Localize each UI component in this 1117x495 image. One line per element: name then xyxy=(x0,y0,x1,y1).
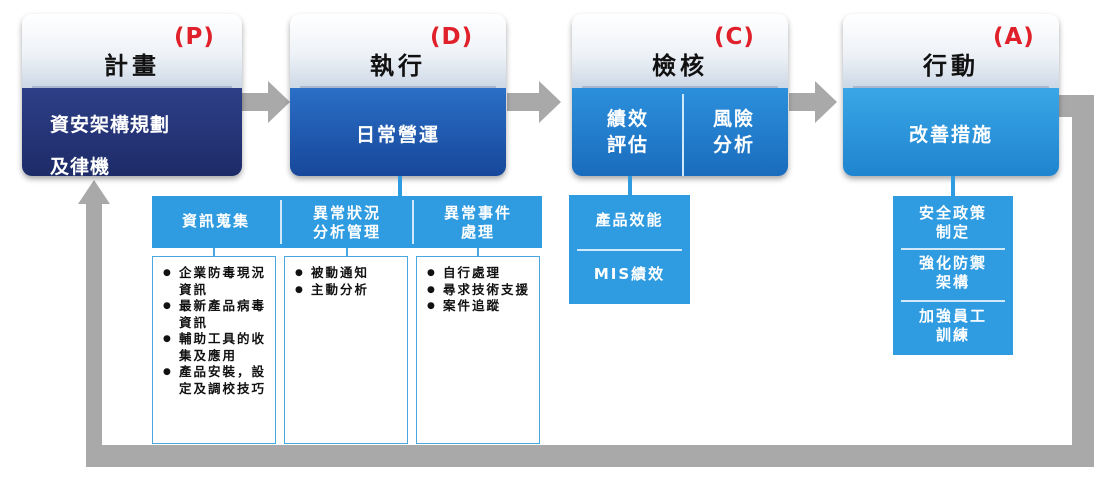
do-branch-3-list: 自行處理 尋求技術支援 案件追蹤 xyxy=(416,256,540,444)
stage-do-header xyxy=(290,14,506,88)
list-item: 被動通知 xyxy=(295,265,403,282)
do-branch-2-label-line-1: 異常狀況 xyxy=(312,204,381,222)
arrow-p-d-shaft xyxy=(242,93,270,111)
check-item-2: MIS績效 xyxy=(593,265,666,283)
stage-check-right-line-1: 風險 xyxy=(712,108,755,130)
stage-check-header xyxy=(572,14,788,88)
list-item: 產品安裝，設定及調校技巧 xyxy=(163,364,271,397)
stage-check-left-line-2: 評估 xyxy=(606,134,649,156)
divider xyxy=(32,86,232,88)
divider xyxy=(300,86,496,88)
stage-plan-body: 資安架構規劃 及律機 xyxy=(22,88,242,176)
divider xyxy=(853,86,1049,88)
stage-do-code: (D) xyxy=(430,24,474,50)
do-branch-1-connector xyxy=(213,248,215,256)
divider xyxy=(901,248,1005,250)
act-item-1-line-1: 安全政策 xyxy=(918,204,987,222)
stage-check-title: 檢核 xyxy=(652,52,708,80)
act-item-3-line-2: 訓練 xyxy=(935,326,970,344)
list-item: 案件追蹤 xyxy=(427,298,535,315)
stage-check-body: 績效 評估 風險 分析 xyxy=(572,88,788,176)
do-branch-2-label-line-2: 分析管理 xyxy=(312,223,381,241)
arrow-c-a-shaft xyxy=(789,93,817,111)
stage-act-body-text: 改善措施 xyxy=(908,124,993,146)
stage-act-code: (A) xyxy=(993,24,1035,50)
divider xyxy=(577,249,682,251)
stage-plan-code: (P) xyxy=(174,24,215,50)
check-item-1: 產品效能 xyxy=(595,211,664,229)
check-items-box: 產品效能 MIS績效 xyxy=(569,195,690,304)
divider xyxy=(582,86,778,88)
stage-act-header xyxy=(843,14,1059,88)
do-connector xyxy=(398,176,402,198)
do-branch-3-connector xyxy=(477,248,479,256)
arrow-p-d-head-icon xyxy=(268,81,290,123)
do-branch-1-list: 企業防毒現況資訊 最新產品病毒資訊 輔助工具的收集及應用 產品安裝，設定及調校技… xyxy=(152,256,276,444)
do-branch-header-row xyxy=(152,196,542,248)
stage-check: 檢核 (C) 績效 評估 風險 分析 xyxy=(572,14,788,176)
stage-check-right-line-2: 分析 xyxy=(712,134,755,156)
stage-plan-title: 計畫 xyxy=(104,52,160,80)
list-item: 自行處理 xyxy=(427,265,535,282)
loop-left-segment xyxy=(86,202,102,467)
stage-act-body: 改善措施 xyxy=(843,88,1059,176)
arrow-d-c-shaft xyxy=(507,93,541,111)
divider xyxy=(280,200,282,244)
list-item: 主動分析 xyxy=(295,282,403,299)
arrow-d-c-head-icon xyxy=(539,81,561,123)
list-item: 企業防毒現況資訊 xyxy=(163,265,271,298)
stage-act-title: 行動 xyxy=(923,52,979,80)
stage-do-body: 日常營運 xyxy=(290,88,506,176)
loop-right-segment xyxy=(1072,95,1094,467)
loop-arrow-head-icon xyxy=(78,180,110,204)
stage-plan-line-2: 及律機 xyxy=(50,156,111,176)
act-items-box: 安全政策 制定 強化防禦 架構 加強員工 訓練 xyxy=(893,196,1013,355)
act-connector xyxy=(951,176,955,198)
do-branch-2-connector xyxy=(346,248,348,256)
stage-check-divider xyxy=(682,94,684,176)
list: 自行處理 尋求技術支援 案件追蹤 xyxy=(427,265,535,315)
stage-do: 執行 (D) 日常營運 xyxy=(290,14,506,176)
stage-do-title: 執行 xyxy=(370,52,426,80)
do-branch-2-list: 被動通知 主動分析 xyxy=(284,256,408,444)
do-branch-3-label-line-2: 處理 xyxy=(460,223,495,241)
stage-plan-line-1: 資安架構規劃 xyxy=(50,114,171,136)
act-item-2-line-1: 強化防禦 xyxy=(918,254,987,272)
divider xyxy=(412,200,414,244)
arrow-c-a-head-icon xyxy=(815,81,837,123)
stage-do-body-text: 日常營運 xyxy=(355,124,440,146)
stage-act: 行動 (A) 改善措施 xyxy=(843,14,1059,176)
check-connector xyxy=(628,176,632,196)
act-item-2-line-2: 架構 xyxy=(935,273,970,291)
list: 企業防毒現況資訊 最新產品病毒資訊 輔助工具的收集及應用 產品安裝，設定及調校技… xyxy=(163,265,271,397)
divider xyxy=(901,300,1005,302)
act-item-3-line-1: 加強員工 xyxy=(918,307,987,325)
list: 被動通知 主動分析 xyxy=(295,265,403,298)
do-branch-3-label-line-1: 異常事件 xyxy=(443,204,512,222)
stage-plan: 計畫 (P) 資安架構規劃 及律機 xyxy=(22,14,242,176)
do-branch-1-label: 資訊蒐集 xyxy=(181,212,250,230)
act-item-1-line-2: 制定 xyxy=(935,223,970,241)
stage-check-left-line-1: 績效 xyxy=(606,108,649,130)
list-item: 最新產品病毒資訊 xyxy=(163,298,271,331)
stage-plan-header xyxy=(22,14,242,88)
loop-bottom-segment xyxy=(86,445,1094,467)
list-item: 輔助工具的收集及應用 xyxy=(163,331,271,364)
stage-check-code: (C) xyxy=(714,24,755,50)
list-item: 尋求技術支援 xyxy=(427,282,535,299)
